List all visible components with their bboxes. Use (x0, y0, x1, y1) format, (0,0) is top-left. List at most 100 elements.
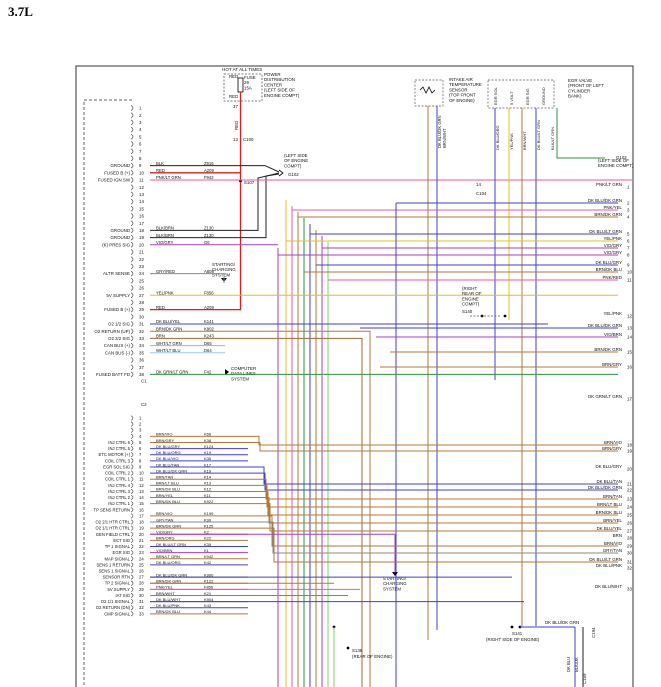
c1-pin-label: O2 RETURN (UP) (94, 329, 130, 334)
computer-data-lines-label: SYSTEM (231, 376, 249, 381)
right-wire-label: VIO/GRY (604, 243, 622, 248)
c1-wire-color: BLK/BRN (156, 233, 174, 238)
c2-wire-color: PNK/YEL (156, 585, 174, 590)
right-pin-number: 10 (627, 270, 632, 275)
connector-pin (130, 335, 134, 342)
c2-pin-label: EGR SOL SIG (103, 464, 130, 469)
connector-pin (130, 415, 134, 421)
vertical-red-label: RED (234, 121, 239, 130)
c2-circuit-id: K44 (204, 609, 212, 614)
c1-wire-color: BRN/DK GRN (156, 326, 182, 331)
c2-long-run (248, 521, 618, 554)
c2-pin-number: 13 (139, 489, 144, 494)
fuse-label: FUSE (244, 75, 256, 80)
c1-pin-number: 10 (139, 170, 144, 175)
iat-thermistor-icon (419, 86, 436, 94)
right-wire-label: PNK/LT GRN (596, 182, 622, 187)
c1-wire-color: RED (156, 305, 165, 310)
right-wire-label: DK BLU/DK GRN (588, 323, 622, 328)
connector-pin (130, 357, 134, 363)
c2-pin-label: CMP SIGNAL (104, 611, 130, 616)
c2-wire-color: DK BLU/PNK (156, 603, 180, 608)
c1-pin-label: GROUND (110, 163, 130, 168)
fuse-wire-bottom: RED (229, 94, 238, 99)
connector-pin (130, 198, 134, 205)
c2-wire-color: BRN/GRY (156, 438, 174, 443)
c2-pin-label: COIL CTRL 1 (105, 477, 131, 482)
right-pin-number: 7 (627, 246, 630, 251)
c1-circuit-id: Z130 (204, 233, 214, 238)
c2-connector-label: C2 (141, 402, 147, 407)
c1-wire-color: BLK/BRN (156, 226, 174, 231)
c1-pin-label: GROUND (110, 235, 130, 240)
c2-wire-color: VIO/BRN (156, 548, 173, 553)
c2-long-run (248, 435, 618, 446)
right-pin-number: 4 (627, 215, 630, 220)
s138-dot (346, 646, 350, 650)
c2-circuit-id: K122 (204, 579, 214, 584)
c1-pin-label: CAN BUS (-) (105, 350, 131, 355)
c2-long-run (248, 478, 618, 500)
connector-pin (130, 556, 134, 562)
pin33-wire (150, 337, 363, 687)
hot-at-all-times-label: HOT AT ALL TIMES (222, 67, 262, 72)
c2-pin-number: 19 (139, 526, 144, 531)
c2-pin-label: COIL CTRL 3 (105, 458, 131, 463)
pdc-label: CENTER (264, 82, 282, 87)
c2-pin-number: 7 (139, 452, 142, 457)
right-pin-number: 22 (627, 488, 632, 493)
c2-pin-number: 1 (139, 416, 142, 421)
ground-g102-location: COMPT) (284, 163, 302, 168)
connector-pin (130, 452, 134, 458)
c159-label: C159 (582, 673, 587, 684)
fuse-wire-top: RED (229, 74, 238, 79)
right-pin-number: 17 (627, 397, 632, 402)
c2-pin-label: TP 1 SIGNAL (105, 544, 131, 549)
right-pin-number: 12 (627, 314, 632, 319)
right-wire-label: BRN (613, 533, 622, 538)
egr-valve-label: (FRONT OF LEFT (568, 83, 604, 88)
connector-pin (130, 242, 134, 248)
egr-wire-label: BRN/WHT (522, 131, 527, 150)
c1-pin-number: 16 (139, 214, 144, 219)
connector-pin (130, 206, 134, 212)
connector-pin (130, 494, 134, 501)
c2-wire-color: BRN/DK BLU (156, 609, 180, 614)
c1-pin-number: 28 (139, 300, 144, 305)
connector-pin (130, 278, 134, 284)
c2-wire-color: BRN/LT GRN (156, 554, 180, 559)
c2-pin-label: ECT SIG (113, 538, 130, 543)
c1-pin-number: 2 (139, 113, 142, 118)
right-pin-number: 11 (627, 278, 632, 283)
right-wire-label: DK BLU/TAN (596, 479, 622, 484)
right-wire-label: BRN/DK GRN (594, 212, 622, 217)
right-wire-label: DK BLU/GRY (595, 260, 622, 265)
c194-label: C194 (591, 627, 596, 638)
egr-valve-label: BANK) (568, 94, 582, 99)
c1-pin-number: 37 (139, 365, 144, 370)
c1-circuit-id: F42 (204, 370, 212, 375)
egr-ground-location: ENGINE COMPT) (598, 163, 634, 168)
computer-data-lines-label: COMPUTER (231, 366, 256, 371)
connector-pin (130, 531, 134, 537)
c1-pin-number: 5 (139, 134, 142, 139)
c1-pin-number: 32 (139, 329, 144, 334)
starting-charging-system-1: STARTING/ (212, 262, 236, 267)
c2-pin-label: EGR SIG (113, 550, 130, 555)
connector-pin (130, 162, 134, 169)
connector-pin (130, 285, 134, 291)
s140-location: REAR OF (462, 291, 482, 296)
starting-charging-system-1: CHARGING (212, 267, 236, 272)
egr-valve-box (487, 79, 555, 109)
starting-charging-system-1: SYSTEM (212, 272, 230, 277)
right-wire-label: DK GRN/LT GRN (588, 394, 622, 399)
right-pin-number: 6 (627, 239, 630, 244)
c1-pin-number: 18 (139, 228, 144, 233)
connector-pin (130, 568, 134, 574)
c2-pin-number: 25 (139, 562, 144, 567)
right-pin-number: 20 (627, 467, 632, 472)
right-wire-label: DK BLU/PNK (596, 563, 622, 568)
iat-sensor-label: (TOP FRONT (449, 93, 476, 98)
c2-circuit-id: K13 (204, 481, 212, 486)
connector-pin (130, 537, 134, 543)
